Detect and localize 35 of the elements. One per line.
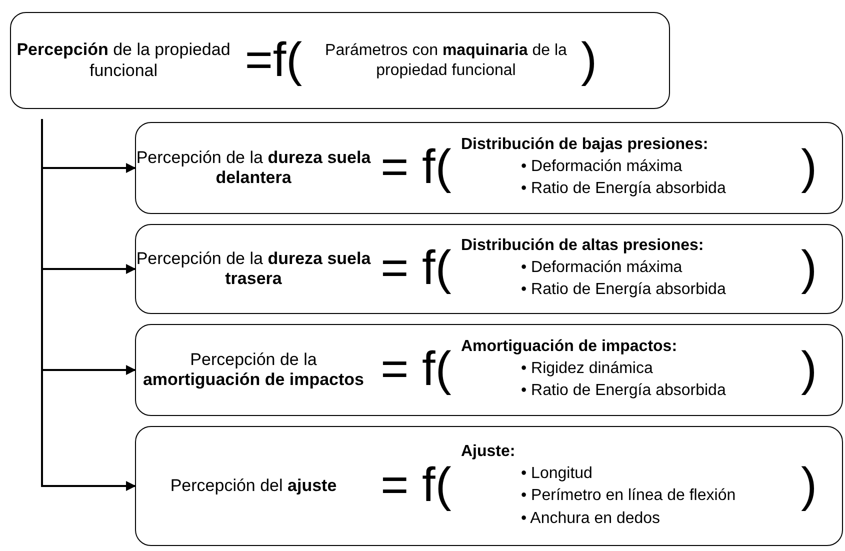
closing-parenthesis: ) <box>801 141 817 194</box>
process-box <box>10 12 670 109</box>
parameter-item: • Anchura en dedos <box>520 508 660 529</box>
parameter-heading: Ajuste: <box>461 442 516 462</box>
node-label: Percepción de la dureza suela delantera <box>136 148 371 187</box>
node-label: Percepción de la propiedad funcional <box>16 40 230 80</box>
function-operator: = f( <box>380 343 452 396</box>
function-operator: = f( <box>380 141 452 194</box>
process-box <box>135 324 843 416</box>
node-label: Percepción de la dureza suela trasera <box>136 248 371 288</box>
parameter-item: • Ratio de Energía absorbida <box>520 179 726 200</box>
parameter-heading: Amortiguación de impactos: <box>461 337 678 358</box>
node-text: Parámetros con maquinaria de la propiedad funcional <box>324 40 568 80</box>
node-label: Percepción de la amortiguación de impactos <box>142 350 364 389</box>
closing-parenthesis: ) <box>801 242 817 295</box>
parameter-item: • Perímetro en línea de flexión <box>520 486 736 506</box>
node-label: Percepción del ajuste <box>170 476 337 495</box>
process-box <box>135 426 843 546</box>
process-box <box>135 122 843 214</box>
parameter-heading: Distribución de bajas presiones: <box>461 135 708 156</box>
closing-parenthesis: ) <box>801 459 817 512</box>
parameter-item: • Longitud <box>520 464 592 484</box>
parameter-item: • Deformación máxima <box>520 258 682 278</box>
connector-arrow <box>41 119 136 491</box>
closing-parenthesis: ) <box>581 34 597 86</box>
process-box <box>135 224 843 314</box>
parameter-heading: Distribución de altas presiones: <box>461 236 704 256</box>
parameter-item: • Ratio de Energía absorbida <box>520 381 726 402</box>
parameter-item: • Ratio de Energía absorbida <box>520 280 726 300</box>
parameter-item: • Deformación máxima <box>520 157 682 177</box>
function-operator: =f( <box>244 34 302 86</box>
function-operator: = f( <box>380 459 452 512</box>
closing-parenthesis: ) <box>801 343 817 396</box>
parameter-item: • Rigidez dinámica <box>520 359 653 379</box>
function-operator: = f( <box>380 242 452 295</box>
